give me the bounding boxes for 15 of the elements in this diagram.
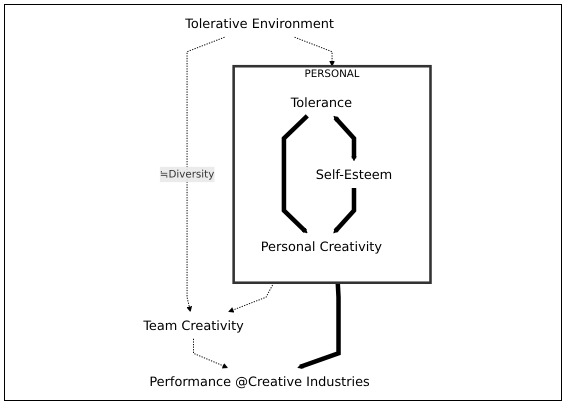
arrow	[282, 114, 309, 234]
node-text: Tolerance	[290, 94, 352, 110]
arrow	[186, 36, 226, 312]
node-text: Team Creativity	[143, 318, 244, 333]
arrow	[297, 282, 341, 370]
arrow	[334, 116, 357, 162]
node-text: Tolerative Environment	[185, 16, 334, 32]
arrow	[333, 188, 356, 234]
arrow	[228, 282, 274, 313]
arrow	[294, 36, 335, 66]
node-text: Performance @Creative Industries	[149, 374, 370, 390]
node-text: Personal Creativity	[260, 238, 382, 254]
node-text: Self-Esteem	[316, 166, 392, 182]
edge-label: ≒Diversity	[160, 168, 214, 180]
arrow	[193, 338, 228, 368]
